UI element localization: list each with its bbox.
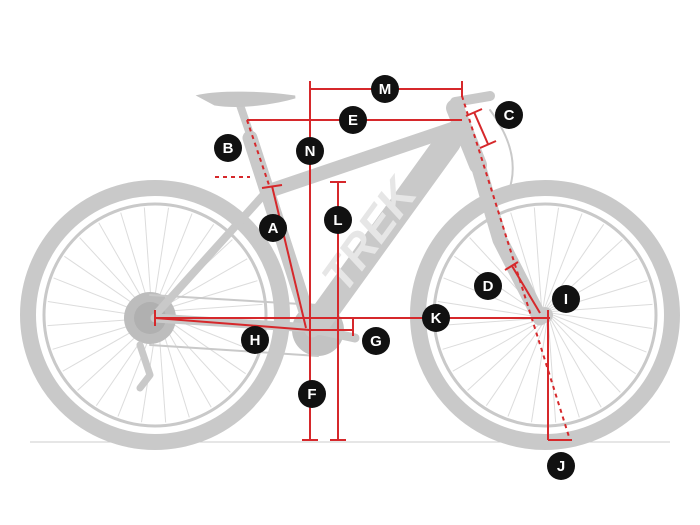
svg-text:D: D bbox=[483, 278, 494, 295]
spoke bbox=[552, 316, 636, 375]
spoke bbox=[551, 318, 621, 393]
badge-h: H bbox=[241, 326, 269, 354]
spoke bbox=[437, 300, 538, 318]
spoke bbox=[467, 321, 542, 391]
spoke bbox=[452, 320, 541, 372]
spoke bbox=[143, 207, 153, 308]
svg-text:J: J bbox=[557, 458, 565, 475]
spoke bbox=[552, 314, 647, 353]
dim-c bbox=[473, 111, 489, 145]
bike-silhouette: TREK bbox=[20, 91, 680, 450]
badge-i: I bbox=[552, 285, 580, 313]
svg-text:N: N bbox=[305, 143, 316, 160]
seatpost bbox=[236, 101, 256, 144]
down-tube bbox=[305, 129, 461, 335]
spoke bbox=[437, 317, 538, 327]
spoke bbox=[549, 321, 580, 418]
spoke bbox=[442, 319, 539, 350]
badge-k: K bbox=[422, 304, 450, 332]
svg-text:H: H bbox=[250, 332, 261, 349]
badge-n: N bbox=[296, 137, 324, 165]
svg-text:G: G bbox=[370, 333, 382, 350]
svg-text:E: E bbox=[348, 112, 358, 129]
spoke bbox=[152, 207, 170, 308]
spoke bbox=[550, 319, 602, 408]
badge-d: D bbox=[474, 272, 502, 300]
stem bbox=[450, 91, 495, 107]
spoke bbox=[154, 213, 193, 308]
svg-text:C: C bbox=[504, 107, 515, 124]
svg-text:A: A bbox=[268, 220, 279, 237]
svg-text:B: B bbox=[223, 140, 234, 157]
spoke bbox=[542, 207, 560, 308]
badge-j: J bbox=[547, 452, 575, 480]
badge-f: F bbox=[298, 380, 326, 408]
dim-h bbox=[154, 317, 311, 331]
badge-e: E bbox=[339, 106, 367, 134]
seatstay bbox=[154, 186, 272, 316]
spoke bbox=[162, 303, 263, 313]
spoke bbox=[156, 224, 215, 308]
svg-text:L: L bbox=[333, 212, 342, 229]
spoke bbox=[544, 213, 583, 308]
spoke bbox=[161, 280, 258, 311]
svg-text:F: F bbox=[307, 386, 316, 403]
spoke bbox=[507, 322, 546, 417]
svg-text:I: I bbox=[564, 291, 568, 308]
badge-g: G bbox=[362, 327, 390, 355]
svg-text:K: K bbox=[431, 310, 442, 327]
badge-l: L bbox=[324, 206, 352, 234]
spoke bbox=[533, 207, 543, 308]
dim-d bbox=[511, 265, 541, 314]
badge-b: B bbox=[214, 134, 242, 162]
saddle bbox=[195, 91, 296, 107]
spoke bbox=[552, 312, 653, 330]
spoke bbox=[161, 318, 231, 393]
dim-b-dash bbox=[246, 119, 271, 189]
badge-c: C bbox=[495, 101, 523, 129]
head-tube bbox=[446, 99, 487, 174]
spoke bbox=[162, 316, 246, 375]
spoke bbox=[159, 258, 248, 310]
badge-m: M bbox=[371, 75, 399, 103]
top-tube bbox=[265, 121, 462, 197]
dim-a bbox=[271, 185, 307, 329]
svg-text:M: M bbox=[379, 81, 392, 98]
spoke bbox=[547, 322, 557, 423]
spoke bbox=[485, 322, 544, 406]
chain bbox=[149, 294, 319, 357]
spoke bbox=[530, 322, 548, 423]
badge-a: A bbox=[259, 214, 287, 242]
